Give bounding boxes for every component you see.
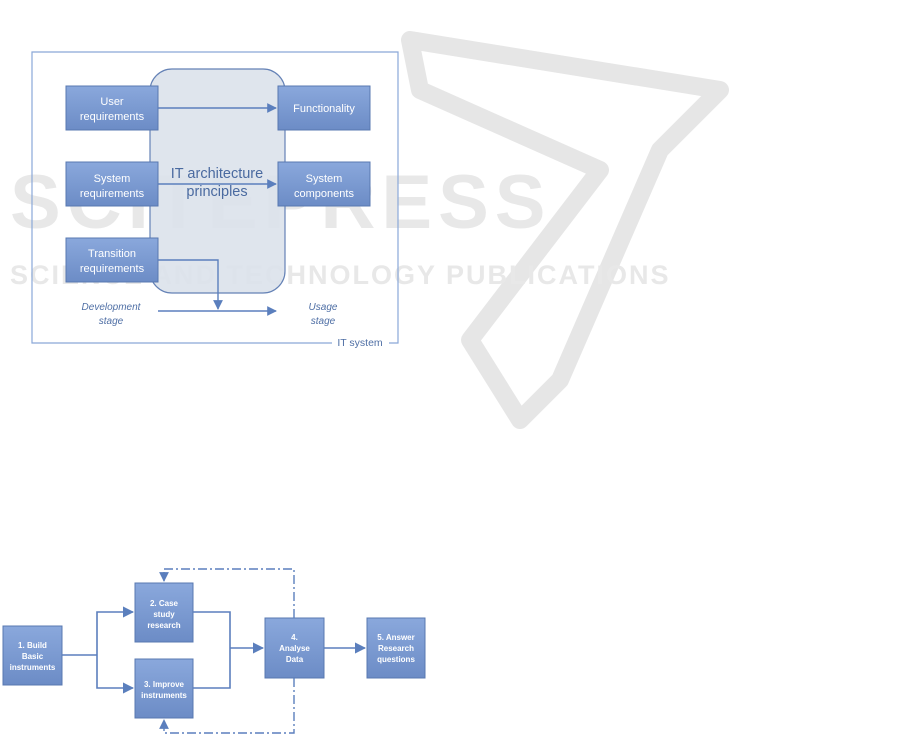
box-functionality: Functionality [277, 85, 371, 131]
box-transition-requirements: Transition requirements [65, 237, 159, 283]
feedback-loop-to-case-study [159, 568, 295, 618]
box-system-components: System components [277, 161, 371, 207]
usage-stage-line2: stage [311, 316, 336, 327]
usage-stage-line1: Usage [309, 302, 338, 313]
step-build-instruments-line3: instruments [10, 663, 56, 672]
box-system-components-line2: components [294, 188, 354, 200]
step-case-study-line3: research [147, 621, 180, 630]
step-improve-instruments-line2: instruments [141, 691, 187, 700]
step-case-study-line2: study [153, 610, 175, 619]
step-case-study: 2. Case study research [134, 582, 194, 643]
step-analyse-data-line1: 4. [291, 633, 298, 642]
box-user-requirements-line1: User [100, 96, 124, 108]
box-user-requirements: User requirements [65, 85, 159, 131]
step-case-study-line1: 2. Case [150, 599, 179, 608]
box-system-components-line1: System [306, 173, 343, 185]
arrow-build-to-case-study [96, 606, 135, 655]
development-stage-line1: Development [82, 302, 142, 313]
box-transition-requirements-line2: requirements [80, 263, 145, 275]
box-system-requirements: System requirements [65, 161, 159, 207]
box-system-requirements-line2: requirements [80, 188, 145, 200]
step-build-instruments-line1: 1. Build [18, 641, 47, 650]
step-answer-questions-line1: 5. Answer [377, 633, 415, 642]
figure-it-architecture: IT system User requirements System requi… [31, 51, 399, 349]
feedback-loop-to-improve [159, 678, 295, 734]
box-system-requirements-line1: System [94, 173, 131, 185]
step-answer-questions: 5. Answer Research questions [366, 617, 426, 679]
step-improve-instruments-line1: 3. Improve [144, 680, 185, 689]
step-answer-questions-line3: questions [377, 655, 415, 664]
connector-improve-merge [193, 648, 231, 689]
arrow-build-to-improve [96, 655, 135, 694]
step-build-instruments: 1. Build Basic instruments [2, 625, 63, 686]
step-build-instruments-line2: Basic [22, 652, 44, 661]
step-analyse-data: 4. Analyse Data [264, 617, 325, 679]
center-label-line1: IT architecture [171, 166, 263, 182]
step-improve-instruments: 3. Improve instruments [134, 658, 194, 719]
watermark-logo-shape [401, 31, 729, 429]
it-system-frame [31, 51, 399, 344]
step-analyse-data-line2: Analyse [279, 644, 310, 653]
arrow-transition-to-timeline [158, 259, 223, 310]
box-transition-requirements-line1: Transition [88, 248, 136, 260]
box-functionality-line1: Functionality [293, 103, 355, 115]
figure-research-process: 1. Build Basic instruments 2. Case study… [2, 568, 426, 734]
center-label-line2: principles [186, 184, 247, 200]
step-answer-questions-line2: Research [378, 644, 414, 653]
box-user-requirements-line2: requirements [80, 111, 145, 123]
development-stage-line2: stage [99, 316, 124, 327]
it-system-label: IT system [337, 337, 383, 349]
step-analyse-data-line3: Data [286, 655, 304, 664]
connector-case-study-merge [193, 611, 231, 648]
